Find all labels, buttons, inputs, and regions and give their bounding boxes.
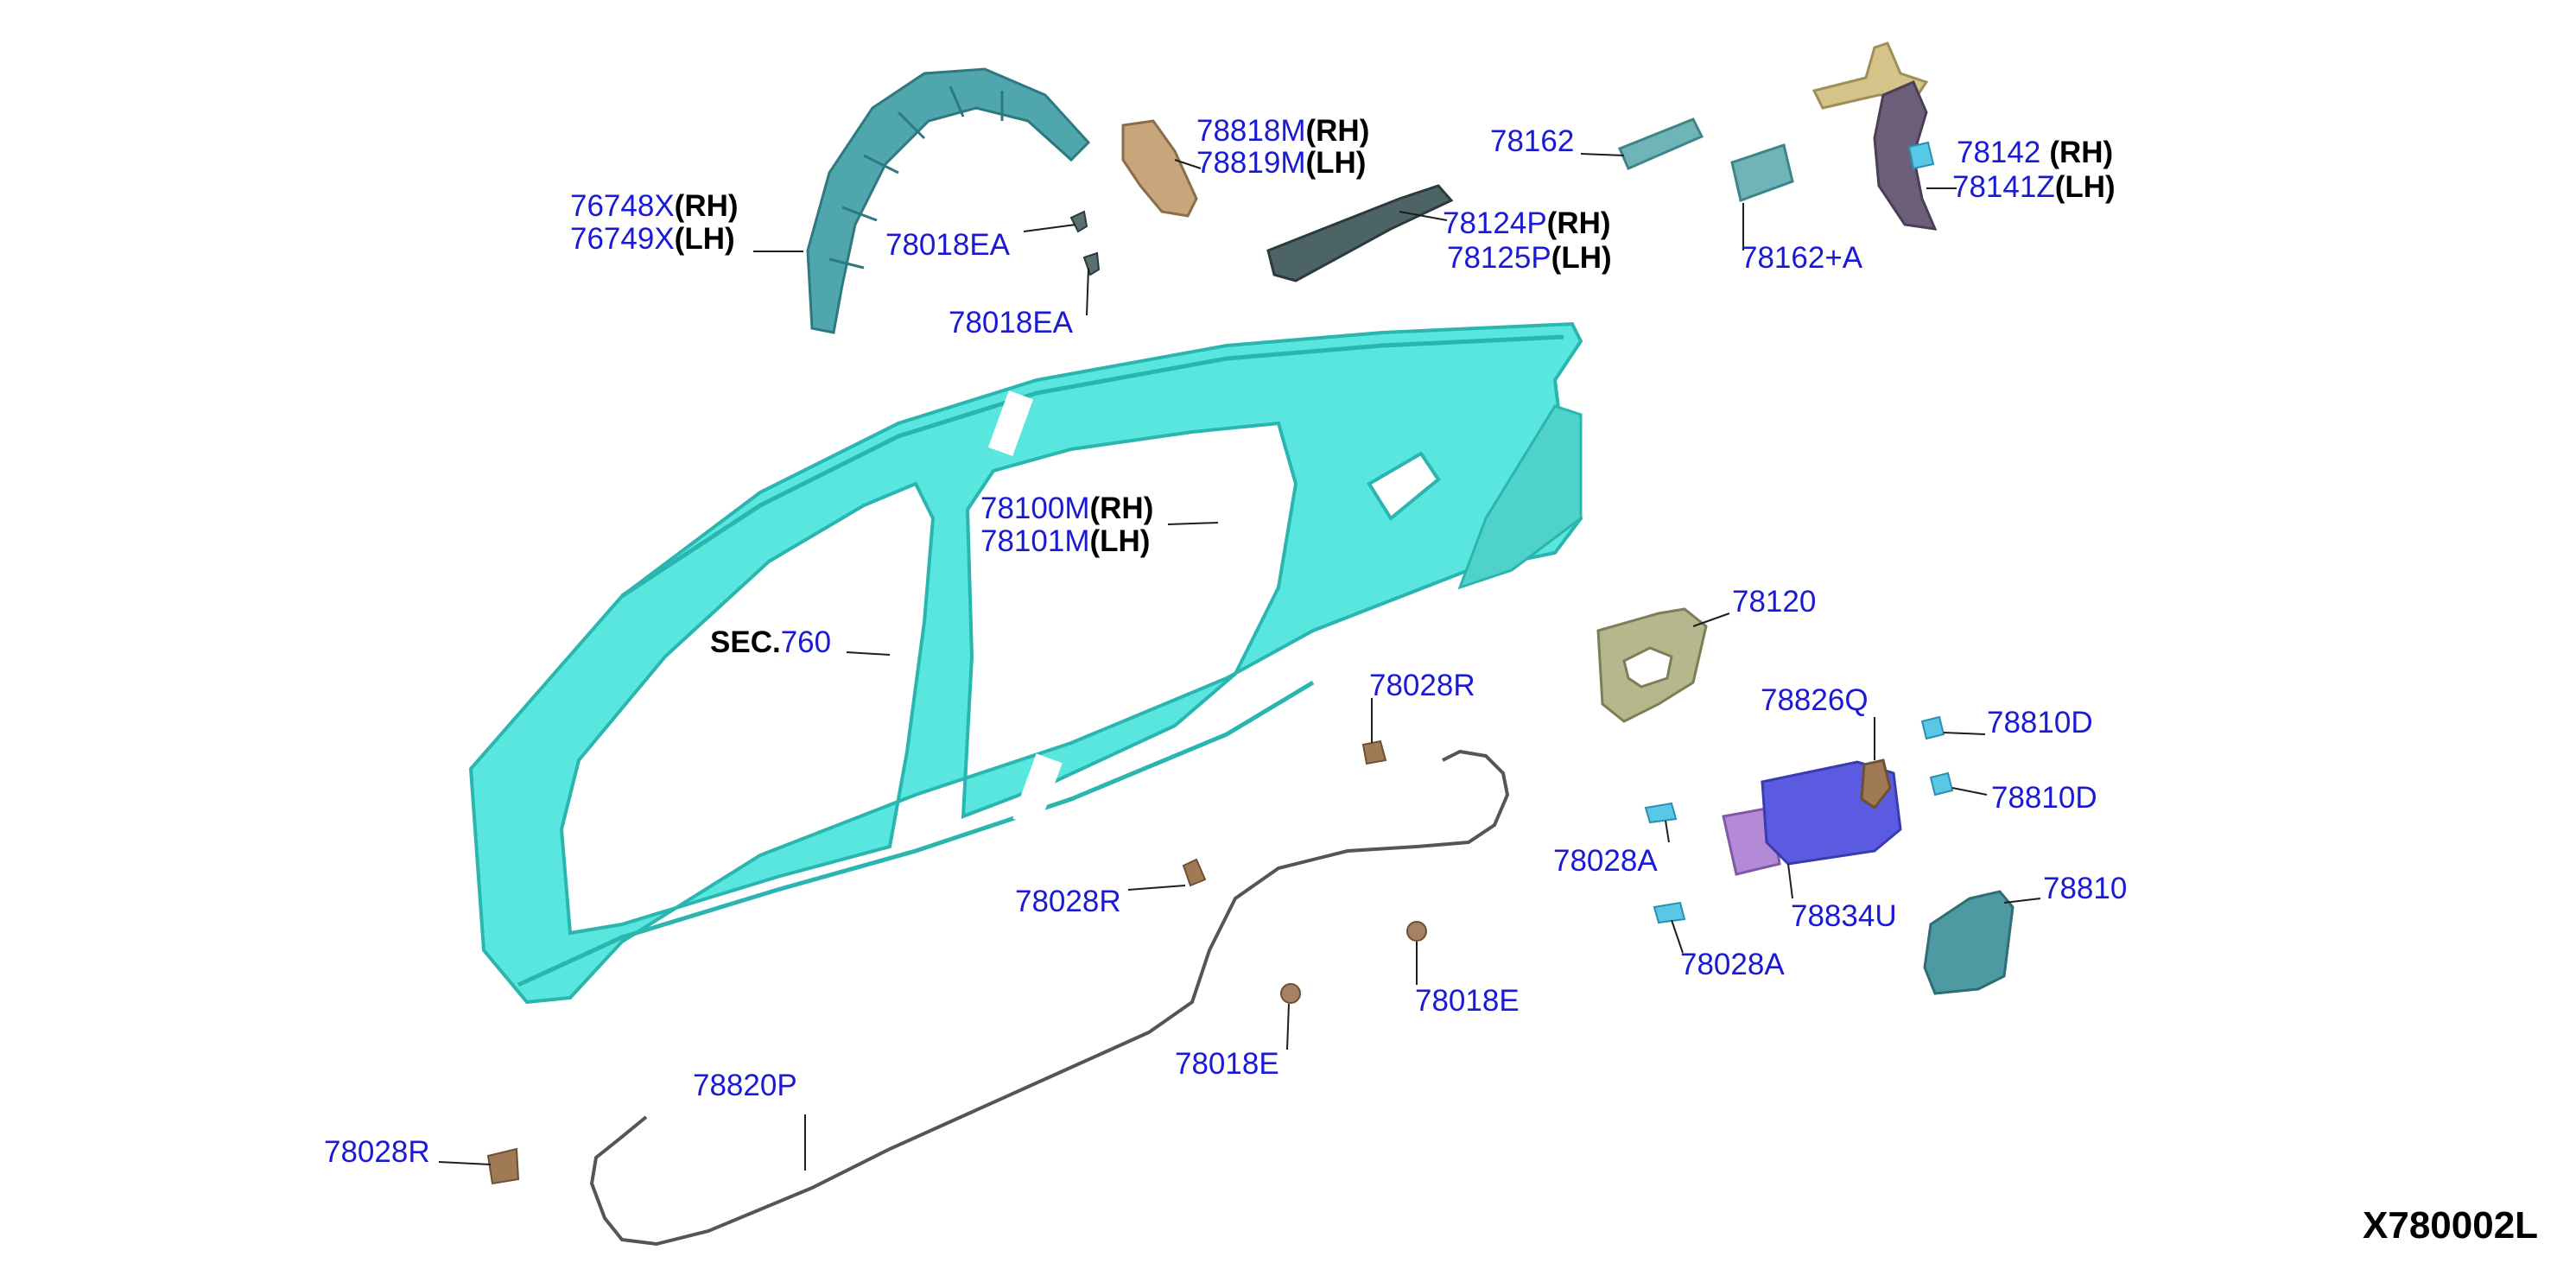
clip-78018ea-upper bbox=[1069, 210, 1088, 233]
wheelhouse-liner-ribs bbox=[828, 86, 1004, 270]
callout-78100m: 78100M(RH) bbox=[980, 492, 1153, 525]
leader-lines bbox=[438, 153, 2041, 1171]
pad-78162-shape bbox=[1618, 117, 1704, 170]
body-side-panel-shape bbox=[468, 321, 1583, 1005]
callout-78141z: 78141Z(LH) bbox=[1952, 170, 2116, 204]
callout-78810d-upper: 78810D bbox=[1987, 706, 2093, 739]
bumper-78810d-upper-shape bbox=[1920, 715, 1945, 740]
diagram-code: X780002L bbox=[2363, 1204, 2538, 1247]
body-side-panel-cut-gap-lower bbox=[1012, 753, 1063, 828]
callout-78162: 78162 bbox=[1490, 124, 1574, 158]
clip-78028a-upper-shape bbox=[1644, 802, 1678, 824]
leader-78028a-lower bbox=[1671, 919, 1684, 954]
release-cable-78820p bbox=[589, 749, 1510, 1247]
bracket-78028r-middle-shape bbox=[1182, 858, 1207, 887]
callout-78819m: 78819M(LH) bbox=[1196, 146, 1366, 180]
callout-78810d-lower: 78810D bbox=[1991, 781, 2097, 815]
bracket-78142-clip bbox=[1907, 141, 1935, 170]
leader-78810 bbox=[2003, 898, 2041, 904]
callout-78142: 78142(RH) bbox=[1957, 136, 2113, 169]
leader-78018ea-upper bbox=[1023, 224, 1076, 232]
leader-78028r-lower bbox=[438, 1161, 492, 1165]
callout-78028a-upper: 78028A bbox=[1553, 844, 1658, 878]
body-side-panel-sill bbox=[517, 680, 1315, 987]
callout-76748x: 76748X(RH) bbox=[570, 189, 739, 223]
bracket-78818m-shape bbox=[1121, 119, 1198, 218]
callout-78018ea-upper: 78018EA bbox=[885, 228, 1011, 262]
callout-78028a-lower: 78028A bbox=[1680, 948, 1785, 981]
callout-78120: 78120 bbox=[1732, 585, 1816, 619]
callout-78018e-right: 78018E bbox=[1415, 984, 1520, 1018]
callout-78101m: 78101M(LH) bbox=[980, 524, 1150, 558]
hinge-78826q-shape bbox=[1860, 758, 1892, 810]
callout-78818m: 78818M(RH) bbox=[1196, 114, 1369, 148]
callout-78820p: 78820P bbox=[693, 1069, 797, 1102]
leader-760 bbox=[846, 651, 891, 656]
bracket-78028r-upper-shape bbox=[1361, 739, 1387, 765]
body-side-panel-cut-gap-upper bbox=[987, 390, 1034, 457]
callout-76749x: 76749X(LH) bbox=[570, 222, 735, 256]
wheelhouse-liner bbox=[806, 67, 1091, 334]
leader-78028r-middle bbox=[1127, 885, 1186, 891]
leader-78124p bbox=[1399, 211, 1448, 221]
pad-78162a-shape bbox=[1730, 143, 1794, 202]
leader-78810d-upper bbox=[1943, 732, 1986, 735]
leader-78818m bbox=[1174, 159, 1202, 169]
leader-78810d-lower bbox=[1951, 787, 1988, 796]
strip-78124p-shape bbox=[1266, 184, 1454, 282]
rear-quarter-extension bbox=[1457, 404, 1583, 590]
callout-78834u: 78834U bbox=[1791, 899, 1897, 933]
leader-78120 bbox=[1692, 612, 1730, 627]
callout-78028r-upper: 78028R bbox=[1369, 669, 1475, 702]
clip-78028a-lower-shape bbox=[1653, 901, 1686, 924]
callout-78810: 78810 bbox=[2043, 872, 2127, 905]
callout-78162a: 78162+A bbox=[1741, 241, 1863, 275]
callout-78018e-left: 78018E bbox=[1175, 1047, 1279, 1081]
grommet-78018e-left bbox=[1280, 983, 1301, 1004]
filler-housing-78120-shape bbox=[1596, 607, 1708, 723]
leader-78162 bbox=[1580, 153, 1625, 156]
grommet-78018e-right bbox=[1406, 921, 1427, 942]
leader-78100m bbox=[1167, 522, 1219, 525]
fuel-filler-opening bbox=[1367, 451, 1441, 521]
filler-lid-78810-shape bbox=[1923, 890, 2014, 995]
callout-78028r-lower: 78028R bbox=[324, 1135, 430, 1169]
body-side-panel-roof-rail bbox=[620, 334, 1564, 599]
callout-78125p: 78125P(LH) bbox=[1447, 241, 1612, 275]
leader-78018ea-lower bbox=[1086, 267, 1089, 316]
leader-78834u bbox=[1787, 863, 1793, 899]
callout-78124p: 78124P(RH) bbox=[1443, 206, 1611, 240]
bumper-78810d-lower-shape bbox=[1929, 771, 1954, 796]
clips-78018ea bbox=[1069, 210, 1101, 276]
bracket-78142-body bbox=[1873, 80, 1938, 231]
bracket-78028r-lower-shape bbox=[486, 1147, 520, 1185]
callout-sec-760: SEC.760 bbox=[710, 625, 831, 659]
callout-78028r-middle: 78028R bbox=[1015, 885, 1121, 918]
leader-78018e-left bbox=[1286, 1003, 1290, 1050]
callout-labels: 76748X(RH) 76749X(LH) 78018EA 78018EA 78… bbox=[324, 114, 2127, 1169]
callout-78018ea-lower: 78018EA bbox=[949, 306, 1074, 340]
leader-78028a-upper bbox=[1665, 820, 1670, 843]
body-side-outer-panel bbox=[468, 321, 1583, 1005]
clip-78018ea-lower bbox=[1082, 251, 1101, 276]
bracket-78142 bbox=[1811, 41, 1938, 231]
wheelhouse-liner-shape bbox=[806, 67, 1091, 334]
callout-78826q: 78826Q bbox=[1761, 683, 1869, 717]
